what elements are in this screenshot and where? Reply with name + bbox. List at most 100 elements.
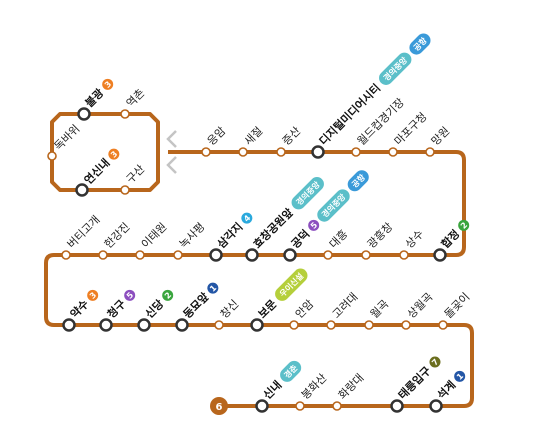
station-marker[interactable]	[295, 401, 305, 411]
station-marker[interactable]	[120, 109, 130, 119]
station-label-group: 창신	[218, 297, 242, 321]
connecting-line-tag	[409, 33, 431, 55]
connecting-line-name: 경의중앙	[381, 54, 409, 82]
station-name: 안암	[293, 297, 317, 321]
line-3-badge-icon	[87, 289, 99, 301]
station-marker[interactable]	[388, 147, 398, 157]
station-label-group: 역촌	[124, 86, 148, 110]
station-label-group: 청구5	[104, 289, 136, 321]
station-marker[interactable]	[361, 250, 371, 260]
transfer-station-marker[interactable]	[137, 318, 151, 332]
station-label-group: 화랑대	[336, 371, 367, 402]
station[interactable]: 버티고개	[61, 213, 103, 260]
station-marker[interactable]	[135, 250, 145, 260]
station-label-group: 대흥	[326, 227, 350, 251]
station-label-group: 구산	[124, 162, 148, 186]
station-name: 효창공원앞	[250, 205, 296, 251]
transfer-station-marker[interactable]	[77, 107, 91, 121]
eungam-loop-track	[50, 112, 160, 192]
station-name: 마포구청	[392, 110, 430, 148]
station-name: 응암	[205, 124, 229, 148]
station-marker[interactable]	[61, 250, 71, 260]
line-5-badge-icon	[124, 289, 136, 301]
station-marker[interactable]	[98, 250, 108, 260]
station-name: 돌곶이	[442, 290, 473, 321]
direction-arrow-icon	[166, 130, 177, 148]
transfer-station-marker[interactable]	[175, 318, 189, 332]
transfer-station-marker[interactable]	[75, 183, 89, 197]
station-name: 월곡	[368, 297, 392, 321]
station-name: 녹사평	[177, 220, 208, 251]
line6-track	[44, 150, 474, 408]
station-marker[interactable]	[238, 147, 248, 157]
station-marker[interactable]	[173, 250, 183, 260]
station-name: 광흥창	[364, 220, 395, 251]
station-label-group: 망원	[429, 124, 453, 148]
station[interactable]: 마포구청	[388, 110, 430, 157]
transfer-station-marker[interactable]	[250, 318, 264, 332]
station-marker[interactable]	[425, 147, 435, 157]
station-marker[interactable]	[351, 147, 361, 157]
transfer-station-marker[interactable]	[433, 248, 447, 262]
line-4-badge-icon	[241, 212, 253, 224]
line-1-badge-icon	[454, 370, 466, 382]
transfer-station-marker[interactable]	[62, 318, 76, 332]
line-badge-number: 3	[88, 291, 98, 301]
station-marker[interactable]	[332, 401, 342, 411]
station-marker[interactable]	[326, 320, 336, 330]
connecting-line-tag	[379, 52, 412, 85]
transfer-station-marker[interactable]	[209, 248, 223, 262]
station-name: 한강진	[102, 220, 133, 251]
line-badge-number: 5	[125, 290, 136, 301]
station-marker[interactable]	[364, 320, 374, 330]
line6-terminal-badge: 6	[210, 397, 228, 415]
transfer-station-marker[interactable]	[283, 248, 297, 262]
station-name: 새절	[242, 124, 266, 148]
station-label-group: 독바위	[52, 122, 83, 153]
station-name: 대흥	[326, 227, 350, 251]
transfer-station-marker[interactable]	[429, 399, 443, 413]
station-marker[interactable]	[276, 147, 286, 157]
station-marker[interactable]	[401, 320, 411, 330]
station-name: 신당	[142, 297, 166, 321]
transfer-station-marker[interactable]	[255, 399, 269, 413]
station-marker[interactable]	[323, 250, 333, 260]
station-label-group: 한강진	[102, 220, 133, 251]
station-marker[interactable]	[47, 151, 57, 161]
transfer-station-marker[interactable]	[311, 145, 325, 159]
line-7-badge-icon	[429, 356, 441, 368]
track-layer: 6	[44, 112, 474, 415]
station-marker[interactable]	[120, 185, 130, 195]
station-label-group: 상수	[403, 227, 427, 251]
line-badge-number: 2	[163, 291, 173, 301]
line-2-badge-icon	[162, 289, 174, 301]
station-marker[interactable]	[399, 250, 409, 260]
station-label-group: 봉화산	[299, 371, 330, 402]
line-3-badge-icon	[102, 78, 114, 90]
line-badge-number: 3	[109, 149, 119, 159]
station-name: 망원	[429, 124, 453, 148]
station-label-group: 이태원	[139, 220, 170, 251]
station-name: 신내	[260, 378, 284, 402]
station-marker[interactable]	[201, 147, 211, 157]
line-badge-number: 3	[103, 80, 113, 90]
transfer-station-marker[interactable]	[99, 318, 113, 332]
station-marker[interactable]	[289, 320, 299, 330]
station-marker[interactable]	[214, 320, 224, 330]
station-name: 상수	[403, 227, 427, 251]
station-name: 상월곡	[405, 290, 436, 321]
station-name: 독바위	[52, 122, 83, 153]
station-name: 버티고개	[65, 213, 103, 251]
station-marker[interactable]	[438, 320, 448, 330]
transfer-station-marker[interactable]	[390, 399, 404, 413]
line-3-badge-icon	[108, 148, 120, 160]
transfer-station-marker[interactable]	[245, 248, 259, 262]
station-label-group: 약수3	[67, 289, 99, 321]
station-name: 태릉입구	[395, 363, 434, 402]
